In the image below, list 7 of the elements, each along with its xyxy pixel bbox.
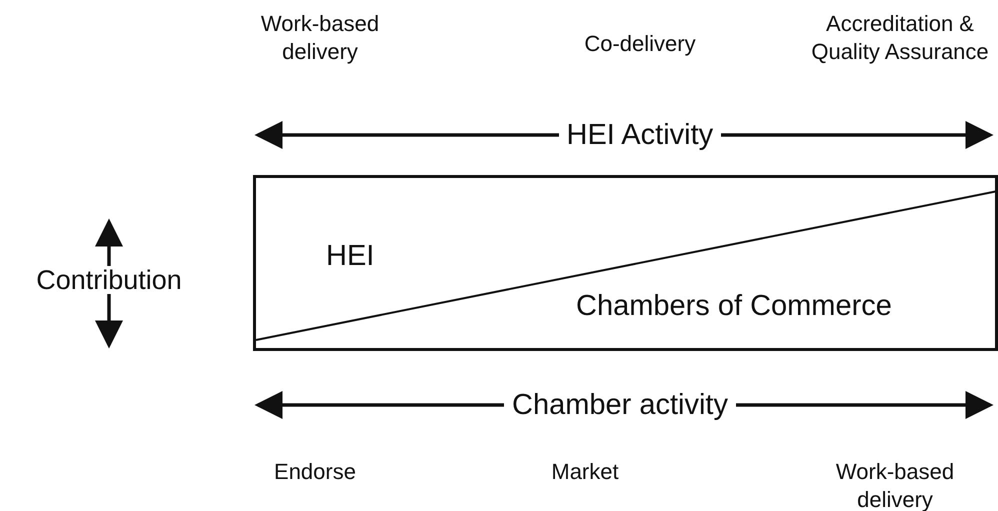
region-label: HEI [326, 240, 374, 273]
activity-label: Endorse [273, 458, 357, 486]
region-label: Chambers of Commerce [576, 290, 892, 323]
activity-label: Market [550, 458, 620, 486]
activity-label: Co-delivery [583, 30, 697, 58]
activity-label: Accreditation & Quality Assurance [810, 10, 990, 66]
activity-label: Work-based delivery [260, 10, 380, 66]
